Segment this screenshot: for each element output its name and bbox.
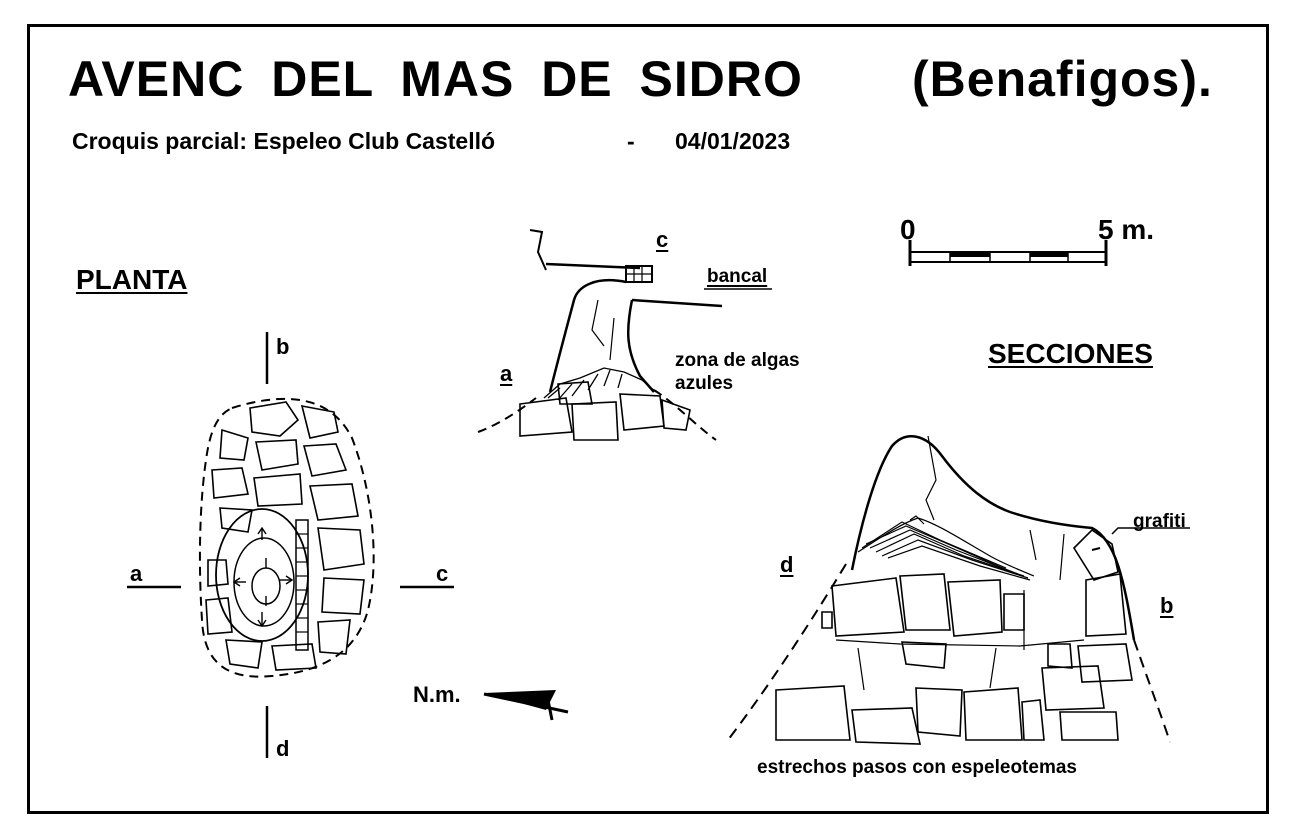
map-frame: [27, 24, 1269, 814]
note-algae-line1: zona de algas: [675, 350, 800, 371]
plan-mark-d: d: [276, 736, 290, 761]
section-bd-mark-b: b: [1160, 593, 1174, 618]
sections-heading: SECCIONES: [988, 338, 1153, 369]
note-narrow-passages: estrechos pasos con espeleotemas: [757, 757, 1077, 778]
plan-mark-c: c: [436, 561, 449, 586]
section-ac-mark-a: a: [500, 361, 513, 386]
section-ac-mark-c: c: [656, 227, 669, 252]
plan-heading: PLANTA: [76, 264, 188, 295]
plan-mark-b: b: [276, 334, 290, 359]
plan-view: [127, 332, 454, 758]
section-ac-view: [477, 229, 772, 441]
scale-end-label: 5 m.: [1098, 214, 1155, 245]
credit-line: Croquis parcial: Espeleo Club Castelló: [72, 128, 496, 154]
scale-bar: [908, 240, 1108, 266]
credit-separator: -: [627, 128, 635, 154]
page-title: AVENC DEL MAS DE SIDRO: [68, 51, 803, 107]
section-bd-mark-d: d: [780, 552, 794, 577]
section-bd-view: [727, 435, 1190, 745]
note-bancal: bancal: [707, 266, 768, 287]
scale-start-label: 0: [900, 214, 916, 245]
plan-mark-a: a: [130, 561, 143, 586]
location-title: (Benafigos).: [912, 51, 1213, 107]
north-arrow: [483, 690, 569, 721]
survey-date: 04/01/2023: [675, 128, 791, 154]
note-algae-line2: azules: [675, 373, 734, 394]
north-label: N.m.: [413, 682, 461, 707]
note-grafiti: grafiti: [1133, 511, 1186, 532]
